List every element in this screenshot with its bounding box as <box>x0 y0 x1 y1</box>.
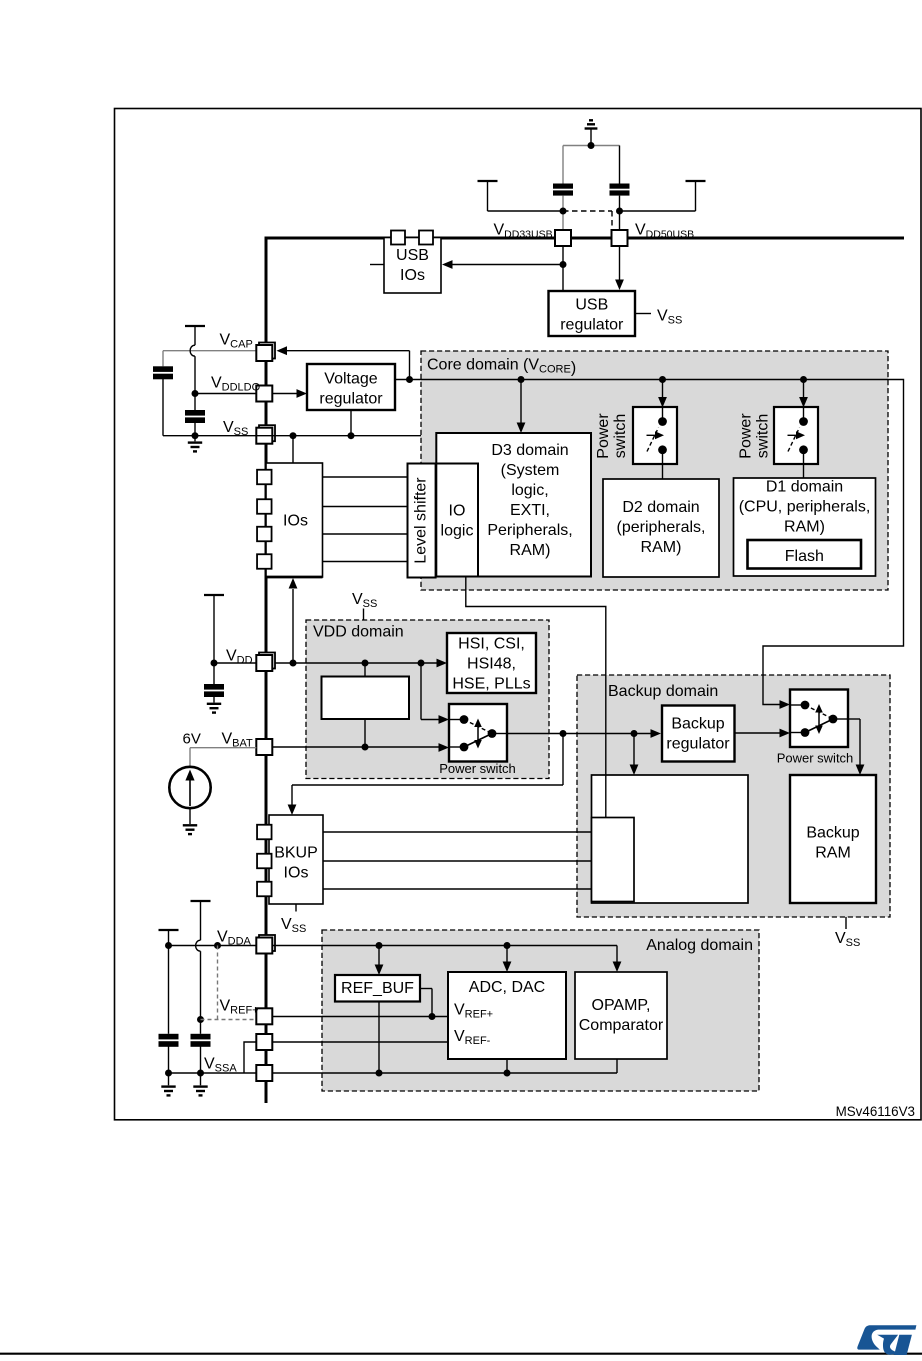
svg-text:D3 domain: D3 domain <box>491 442 568 459</box>
svg-text:Backup domain: Backup domain <box>608 683 718 700</box>
svg-text:HSE, PLLs: HSE, PLLs <box>452 676 530 693</box>
svg-text:logic: logic <box>441 522 474 539</box>
svg-text:Peripherals,: Peripherals, <box>487 522 572 539</box>
svg-text:IOs: IOs <box>400 267 425 284</box>
svg-text:Power switch: Power switch <box>777 751 854 766</box>
svg-text:Backup: Backup <box>806 825 859 842</box>
svg-text:switch: switch <box>755 414 772 458</box>
svg-text:(peripherals,: (peripherals, <box>617 519 706 536</box>
svg-text:D2 domain: D2 domain <box>622 499 699 516</box>
svg-text:Backup: Backup <box>671 716 724 733</box>
svg-text:(System: (System <box>501 462 560 479</box>
svg-text:VDD domain: VDD domain <box>313 624 404 641</box>
svg-text:Voltage: Voltage <box>324 371 377 388</box>
svg-text:RAM: RAM <box>815 845 851 862</box>
svg-text:Power: Power <box>595 413 612 459</box>
svg-text:Power switch: Power switch <box>439 761 516 776</box>
svg-text:USB: USB <box>396 247 429 264</box>
svg-text:BKUP: BKUP <box>274 845 318 862</box>
svg-text:Analog domain: Analog domain <box>646 937 753 954</box>
svg-text:REF_BUF: REF_BUF <box>341 980 414 997</box>
svg-text:Power: Power <box>738 413 755 459</box>
svg-text:USB: USB <box>575 297 608 314</box>
svg-text:Core domain (VCORE): Core domain (VCORE) <box>427 357 576 377</box>
svg-text:6V: 6V <box>183 731 201 748</box>
svg-text:regulator: regulator <box>560 317 624 334</box>
svg-text:logic,: logic, <box>511 482 548 499</box>
svg-text:D1 domain: D1 domain <box>766 479 843 496</box>
svg-text:IOs: IOs <box>284 865 309 882</box>
svg-text:Flash: Flash <box>785 548 824 565</box>
svg-text:MSv46116V3: MSv46116V3 <box>836 1104 915 1119</box>
svg-text:ADC, DAC: ADC, DAC <box>469 979 545 996</box>
svg-text:EXTI,: EXTI, <box>510 502 550 519</box>
svg-text:IOs: IOs <box>283 513 308 530</box>
svg-text:RAM): RAM) <box>784 519 825 536</box>
svg-text:RAM): RAM) <box>510 542 551 559</box>
svg-text:HSI48,: HSI48, <box>467 656 516 673</box>
svg-text:RAM): RAM) <box>641 539 682 556</box>
svg-text:IO: IO <box>449 502 466 519</box>
svg-text:regulator: regulator <box>666 736 730 753</box>
svg-text:Comparator: Comparator <box>579 1017 664 1034</box>
svg-text:HSI, CSI,: HSI, CSI, <box>458 636 525 653</box>
svg-text:(CPU, peripherals,: (CPU, peripherals, <box>739 499 871 516</box>
svg-text:switch: switch <box>612 414 629 458</box>
svg-text:regulator: regulator <box>319 391 383 408</box>
svg-text:OPAMP,: OPAMP, <box>592 997 651 1014</box>
svg-text:Level shifter: Level shifter <box>413 477 430 564</box>
